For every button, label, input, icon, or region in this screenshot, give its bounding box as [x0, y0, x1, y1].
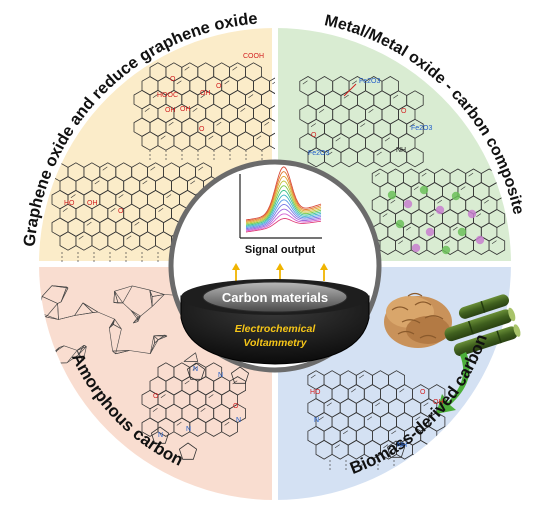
svg-text:NH: NH [397, 442, 407, 449]
biomass-carbon-structure [307, 370, 446, 472]
chem-labels-amorphous: N N N N N O O [153, 366, 241, 439]
signal-output-label: Signal output [245, 244, 316, 256]
svg-text:O: O [118, 208, 124, 215]
svg-text:N: N [158, 432, 163, 439]
svg-text:OH: OH [200, 90, 211, 97]
svg-text:Fe2O3: Fe2O3 [308, 150, 330, 157]
svg-text:O: O [170, 76, 176, 83]
svg-text:O: O [199, 126, 205, 133]
metal-oxide-composite-structure [299, 76, 506, 255]
carbon-materials-label: Carbon materials [222, 290, 328, 305]
svg-text:NH: NH [396, 147, 406, 154]
bamboo-illustration [444, 294, 521, 357]
chem-labels-metal-oxide: Fe2O3 Fe2O3 Fe2O3 O O NH [308, 78, 433, 157]
svg-text:N: N [314, 417, 319, 424]
svg-text:O: O [153, 393, 159, 400]
amorphous-carbon-structure [39, 285, 250, 460]
svg-text:O: O [311, 132, 317, 139]
chem-labels-graphene-top: HOOC COOH OH OH OH O O O [157, 53, 264, 133]
svg-text:N: N [186, 426, 191, 433]
svg-text:N: N [236, 417, 241, 424]
svg-text:Fe2O3: Fe2O3 [411, 125, 433, 132]
svg-text:OH: OH [180, 106, 191, 113]
chem-labels-biomass: HO O OH N NH [310, 389, 444, 449]
leaf-arrow-icon [436, 352, 470, 414]
svg-text:O: O [216, 83, 222, 90]
svg-text:O: O [401, 108, 407, 115]
svg-text:O: O [420, 389, 426, 396]
svg-text:HOOC: HOOC [157, 92, 178, 99]
electrochemical-label: Electrochemical [235, 323, 317, 335]
svg-text:N: N [218, 372, 223, 379]
rice-husk-illustration [384, 292, 452, 348]
svg-text:OH: OH [87, 200, 98, 207]
signal-output-plot [239, 166, 322, 239]
chem-labels-graphene-bottom: HO OH O [64, 200, 124, 215]
svg-text:OH: OH [165, 107, 176, 114]
voltammetry-label: Voltammetry [243, 337, 307, 349]
svg-text:OH: OH [433, 399, 444, 406]
svg-text:O: O [233, 403, 239, 410]
carbon-bowl [180, 279, 370, 365]
svg-text:N: N [193, 366, 198, 373]
svg-text:HO: HO [64, 200, 75, 207]
svg-text:HO: HO [310, 389, 321, 396]
signal-arrows [232, 263, 328, 281]
svg-text:COOH: COOH [243, 53, 264, 60]
svg-text:Fe2O3: Fe2O3 [359, 78, 381, 85]
